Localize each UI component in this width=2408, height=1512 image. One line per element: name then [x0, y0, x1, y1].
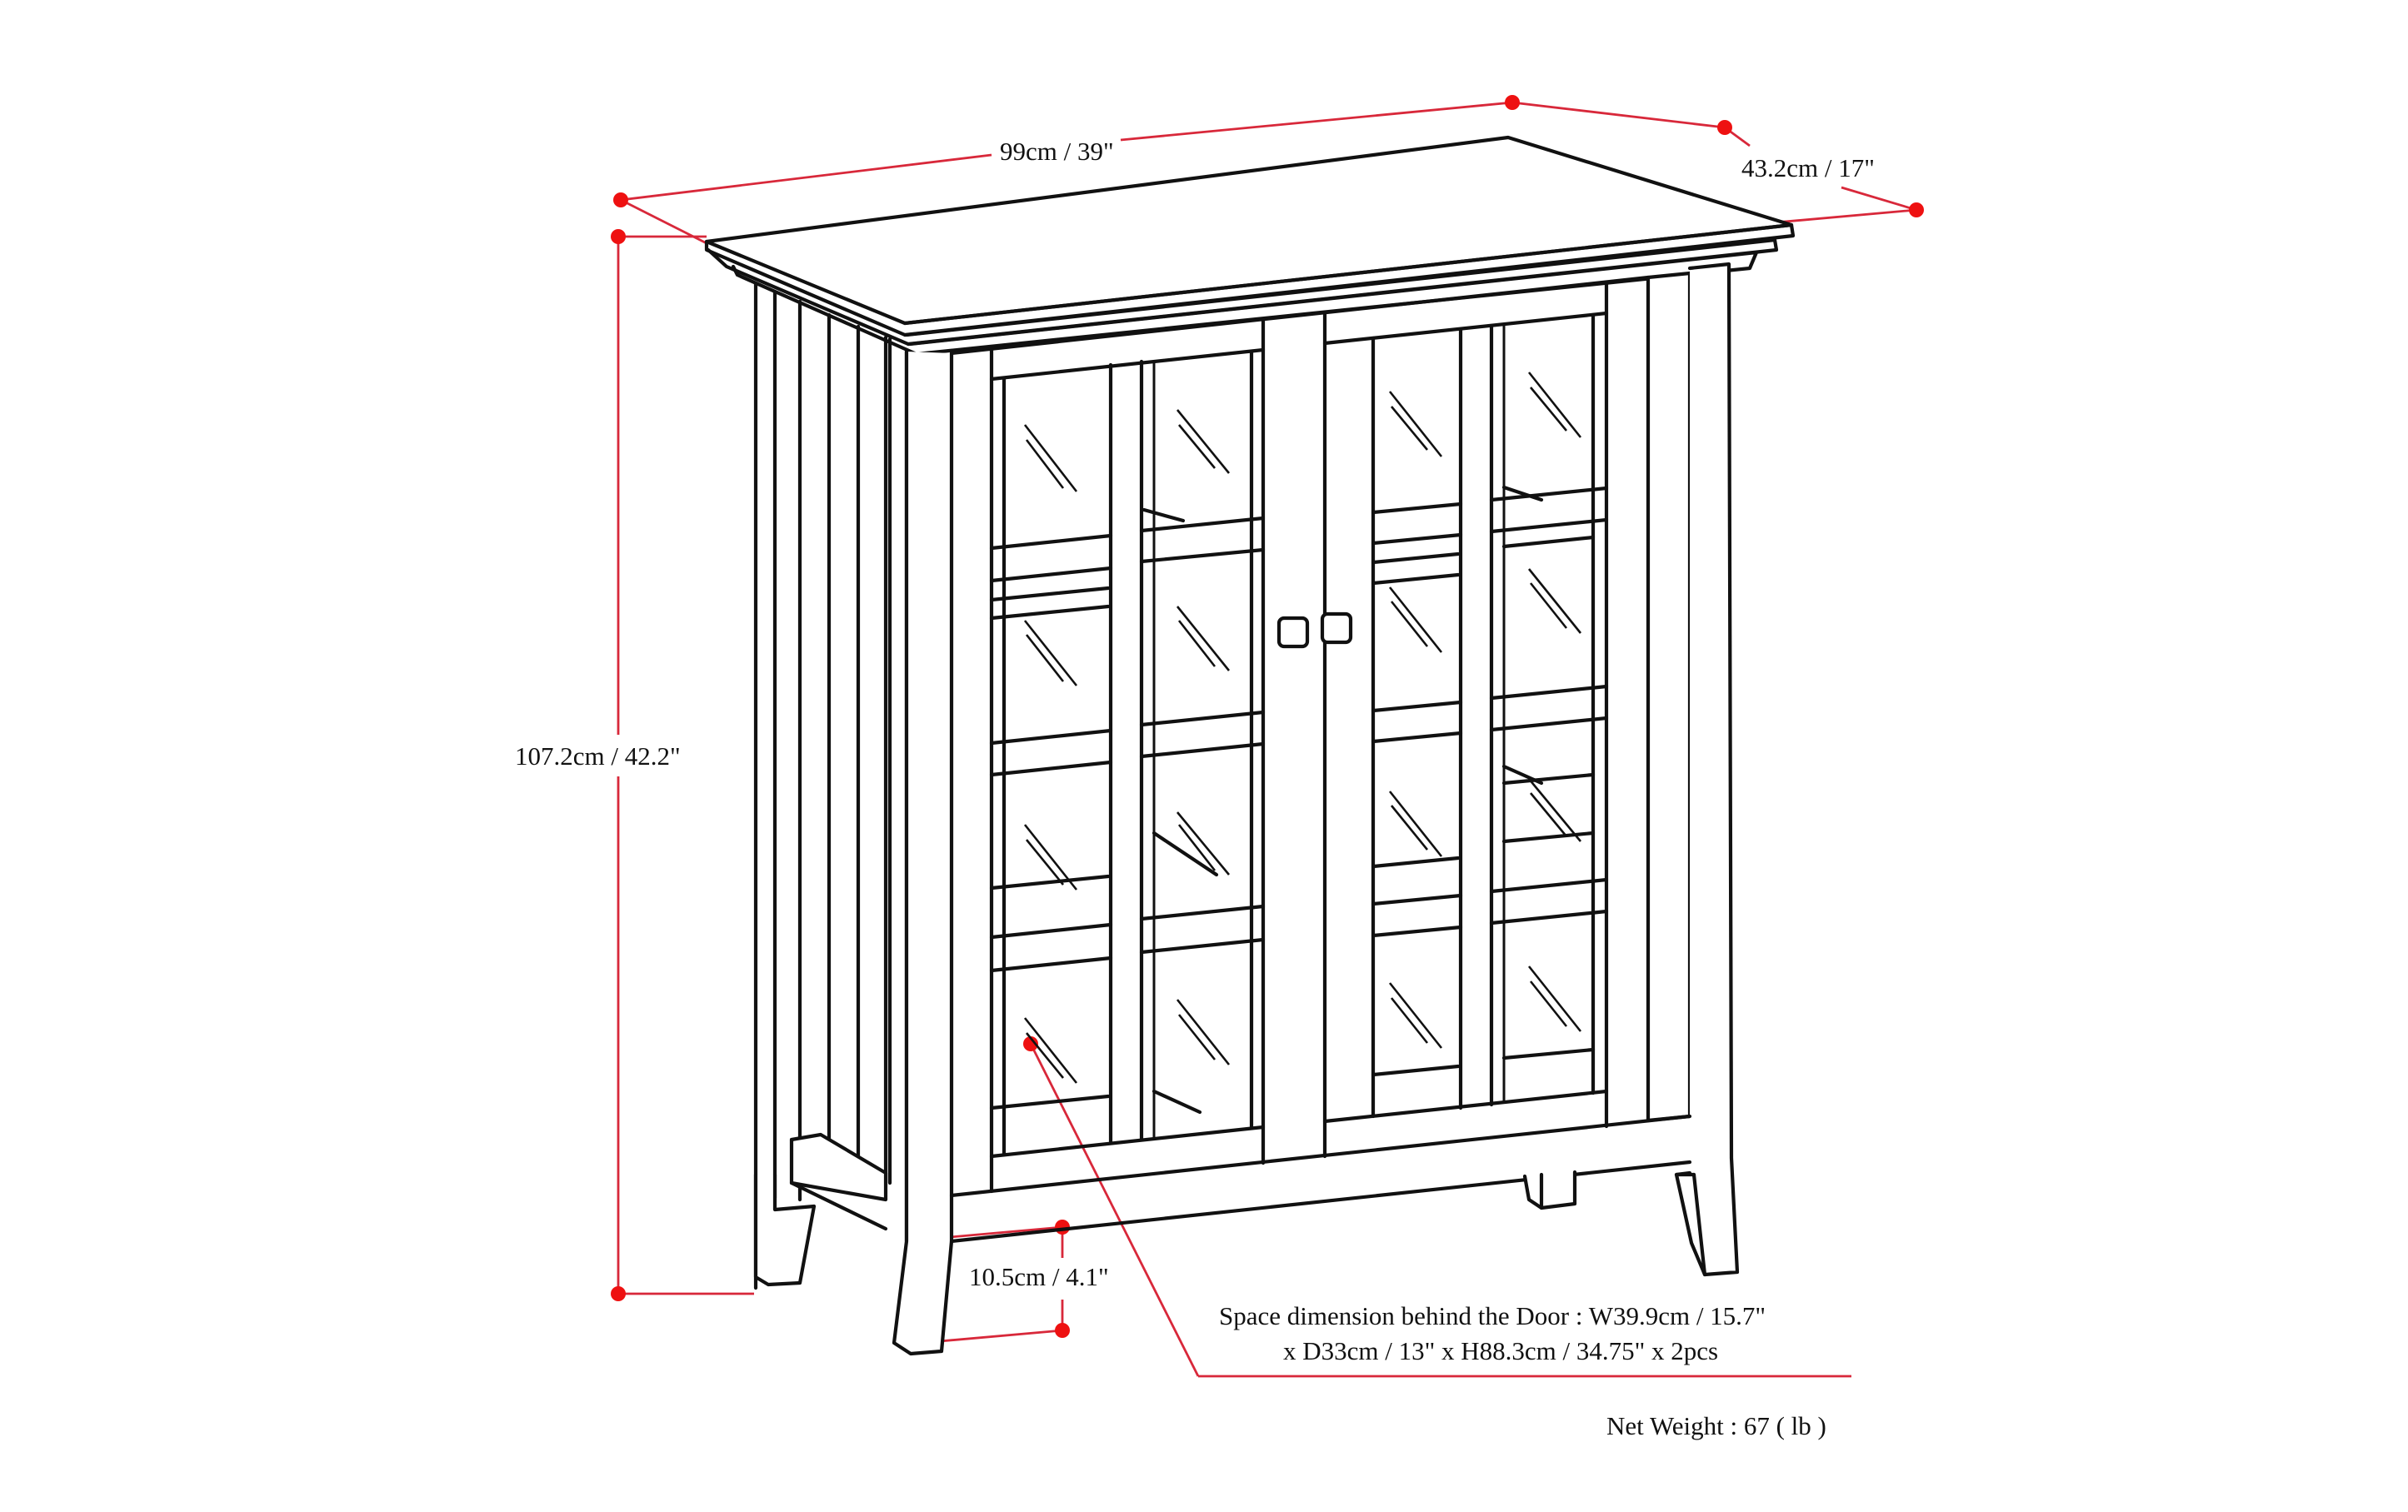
leg-clearance-label: 10.5cm / 4.1" — [969, 1262, 1109, 1291]
depth-label: 43.2cm / 17" — [1741, 153, 1875, 182]
space-dimension-line1: Space dimension behind the Door : W39.9c… — [1219, 1301, 1766, 1330]
door-right — [1322, 281, 1609, 1159]
width-dim-line-left — [620, 153, 992, 202]
leg-dot-bottom — [1055, 1323, 1070, 1338]
leg-ext-top — [949, 1225, 1063, 1239]
height-dot-bottom — [611, 1286, 626, 1301]
height-dot-top — [611, 229, 626, 244]
depth-dot-bottom — [1909, 202, 1924, 217]
leg-front-left — [892, 349, 954, 1356]
bottom-rail-top — [949, 1114, 1692, 1198]
dimension-dots — [611, 95, 1924, 1338]
front-top-rail — [949, 275, 1651, 356]
depth-dim-line-bottom — [1841, 186, 1917, 212]
door-left — [989, 317, 1266, 1194]
depth-ext-line — [1511, 101, 1726, 129]
space-dimension-line2: x D33cm / 13" x H88.3cm / 34.75" x 2pcs — [1283, 1336, 1718, 1365]
handle-right-icon — [1320, 611, 1353, 645]
cabinet — [704, 135, 1796, 1356]
post-front-right — [1646, 271, 1692, 1123]
callout-leader — [1029, 1043, 1200, 1377]
side-stretcher-bottom — [789, 1180, 888, 1231]
depth-dot-top — [1717, 120, 1732, 135]
callout-dot — [1023, 1036, 1038, 1051]
side-panel — [753, 281, 913, 1290]
leg-back-left — [753, 1172, 817, 1287]
depth-ext-line-right — [1766, 208, 1917, 225]
width-dim-line-right — [1120, 101, 1513, 142]
leg-back-right — [1674, 262, 1740, 1277]
side-stretcher — [789, 1132, 888, 1202]
crown-molding-side-2 — [706, 247, 911, 347]
handle-left-icon — [1276, 616, 1310, 649]
width-label: 99cm / 39" — [1000, 137, 1114, 166]
width-dot-right — [1505, 95, 1520, 110]
height-label: 107.2cm / 42.2" — [515, 741, 681, 771]
width-dot-left — [613, 192, 628, 207]
leg-ext-bottom — [939, 1329, 1063, 1343]
bottom-rail-bottom — [949, 1160, 1692, 1244]
net-weight-label: Net Weight : 67 ( lb ) — [1606, 1411, 1826, 1440]
foot-middle — [1522, 1170, 1577, 1210]
